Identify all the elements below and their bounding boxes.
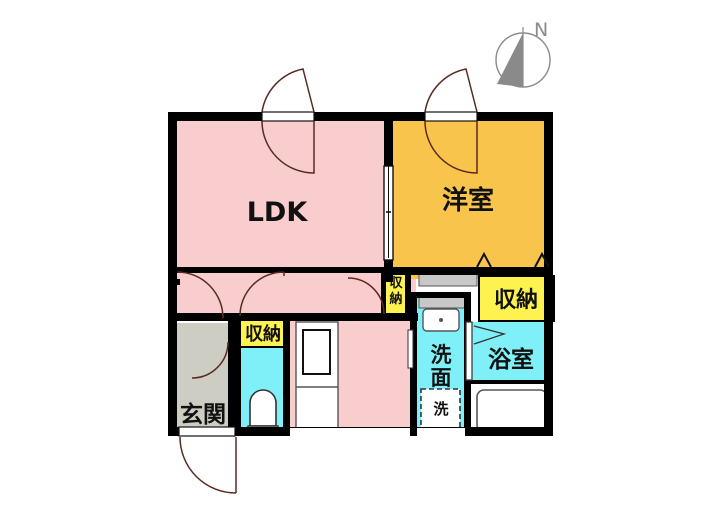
- wall-left-upper: [168, 112, 177, 322]
- slide-mark-right: [534, 251, 550, 268]
- room-label-washitsu: 洋室: [442, 185, 494, 216]
- closets: 収納 収 納 収納: [239, 270, 555, 348]
- room-label-senmen-ch1: 洗: [431, 343, 452, 367]
- arc-washitsu-balcony-lower: [424, 120, 478, 174]
- wall-senmen-top: [410, 292, 471, 298]
- wall-genkan-right: [228, 321, 235, 435]
- compass-needle-dark: [497, 33, 523, 87]
- arc-ldk-balcony-upper: [261, 68, 315, 113]
- room-ldk-fill: [168, 112, 384, 279]
- compass-north-label: N: [534, 19, 548, 41]
- arc-ldk-entry-door: [239, 271, 285, 317]
- window-washitsu-balcony[interactable]: [424, 111, 478, 122]
- sink-drain-icon: [439, 318, 443, 322]
- compass: N: [495, 19, 551, 88]
- wall-left-lower: [168, 322, 177, 436]
- wall-ldk-bottom: [168, 267, 384, 273]
- wall-top: [168, 112, 553, 121]
- wall-closet-hall-left: [381, 267, 386, 321]
- washer-box: [420, 388, 461, 429]
- room-label-ldk: LDK: [247, 197, 309, 228]
- room-yokushitsu-fill: [470, 322, 550, 382]
- room-washitsu-fill: [392, 112, 552, 267]
- senmen-door-gap[interactable]: [407, 329, 414, 369]
- washer-label: 洗: [433, 400, 448, 418]
- wall-under-ldk-3: [168, 279, 180, 285]
- partitions: [290, 165, 507, 436]
- wall-closet-hall-right: [405, 267, 411, 321]
- wall-ldk-washitsu-bot: [384, 258, 393, 282]
- window-ldk-balcony[interactable]: [261, 111, 315, 122]
- senmen-bottom-gap: [417, 428, 465, 436]
- arc-genkan-door: [191, 341, 229, 379]
- wall-toilet-left: [234, 321, 241, 435]
- room-labels: LDK 洋室 玄関 洗 面 浴室: [180, 185, 534, 428]
- room-label-genkan: 玄関: [180, 401, 226, 428]
- room-label-senmen-ch2: 面: [431, 366, 452, 390]
- bath-door-fold-arc: [473, 325, 507, 345]
- wall-washitsu-bottom: [392, 267, 552, 275]
- arc-hall-closet-door: [347, 277, 385, 315]
- window-front-door[interactable]: [178, 426, 236, 437]
- closet-entry-label: 収納: [245, 323, 281, 345]
- arc-ldk-balcony-lower: [261, 120, 315, 174]
- wall-bath-bottom: [471, 380, 553, 384]
- room-genkan-fill: [172, 323, 234, 435]
- arc-ldk-left-door: [176, 271, 224, 319]
- slide-mark-left: [476, 251, 492, 268]
- bathtub: [476, 389, 548, 433]
- windows: [178, 111, 478, 437]
- closet-slide-marks: [476, 251, 550, 268]
- arc-front-door: [179, 436, 237, 494]
- counter-bottom-gap: [290, 428, 410, 436]
- closet-washitsu-label: 収納: [494, 287, 538, 313]
- arc-washitsu-balcony-upper: [424, 68, 478, 113]
- toilet-bowl: [249, 389, 277, 427]
- vanity-counter: [418, 296, 466, 309]
- room-hallway-fill: [168, 279, 416, 315]
- wall-under-ldk: [168, 313, 288, 321]
- closet-washitsu-box[interactable]: [478, 275, 555, 322]
- stove-burner: [302, 329, 331, 375]
- room-label-yokushitsu: 浴室: [488, 346, 534, 373]
- closet-hall-label-ch2: 納: [389, 291, 402, 307]
- wall-ldk-washitsu-top: [384, 112, 393, 168]
- door-arcs: [176, 68, 478, 494]
- bath-door-panel[interactable]: [465, 321, 473, 381]
- fixtures: 洗: [247, 272, 548, 436]
- wall-toilet-right: [283, 321, 290, 435]
- wall-under-ldk-2: [288, 313, 418, 321]
